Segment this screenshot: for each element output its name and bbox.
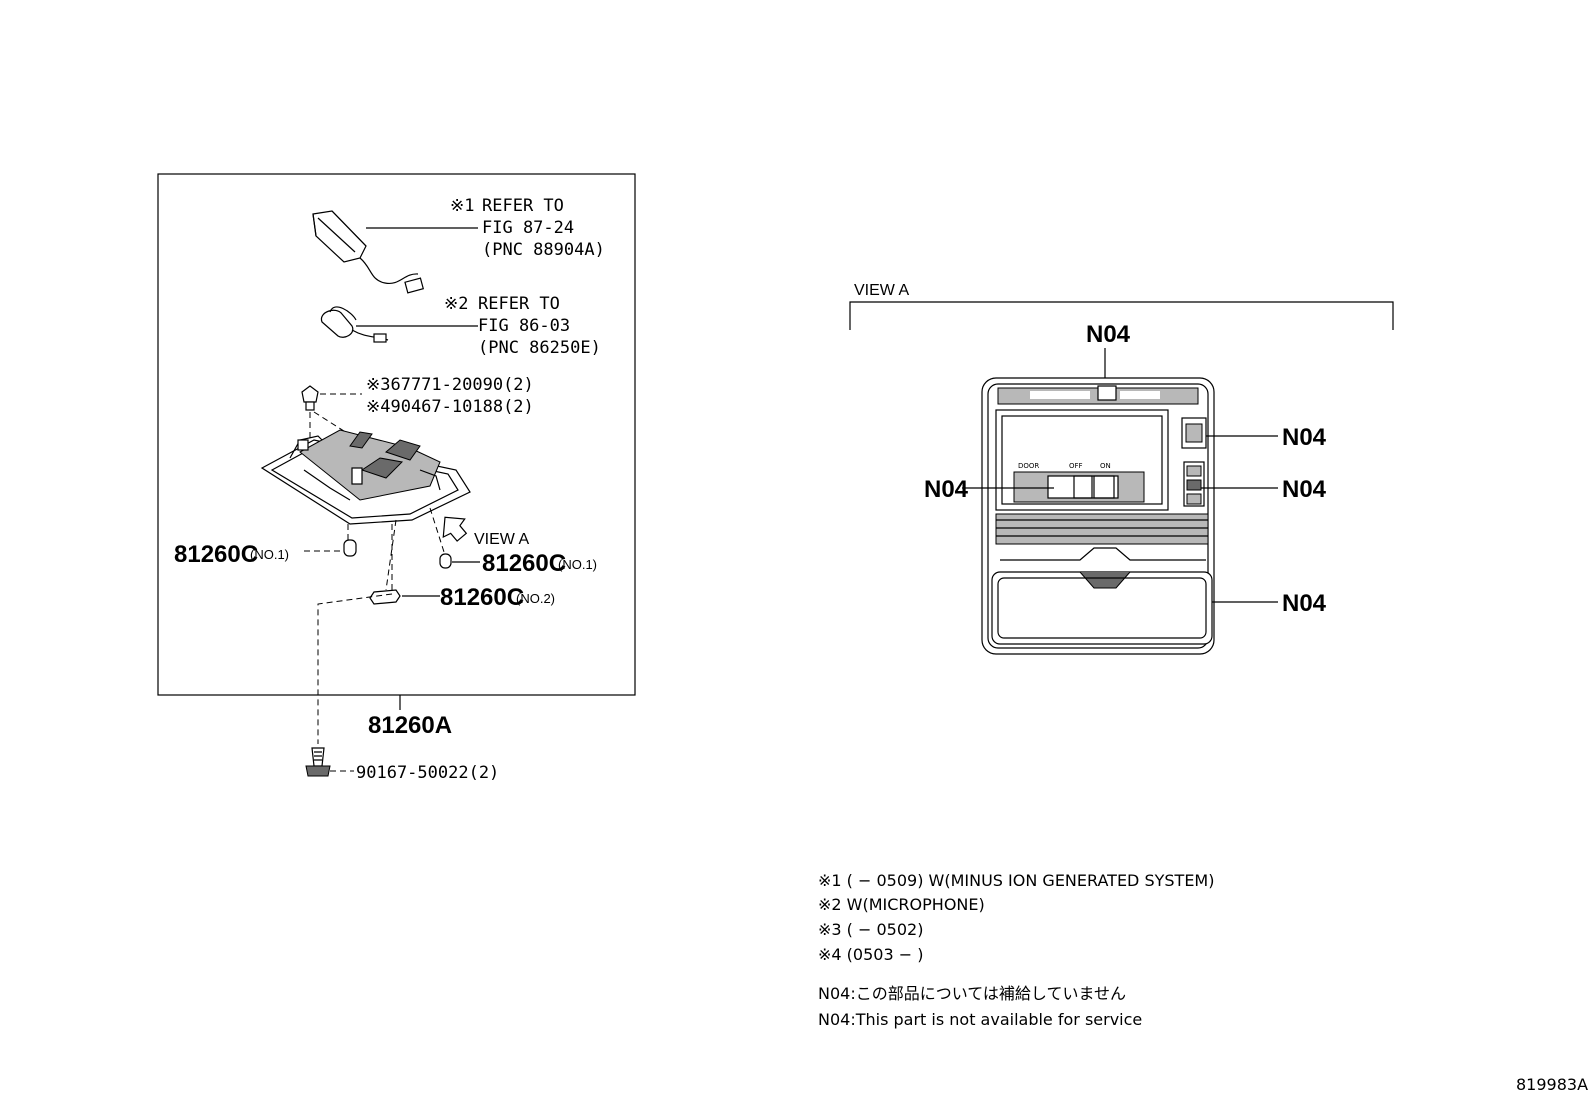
note-4: ※4 (0503 − ) xyxy=(818,945,923,964)
legend-japanese: N04:この部品については補給していません xyxy=(818,984,1126,1003)
view-a-bracket xyxy=(849,301,1394,330)
clip-fastener xyxy=(301,385,319,411)
ion-generator-module xyxy=(312,210,425,294)
callout-2-line-1: REFER TO xyxy=(478,294,560,314)
n04-label-left: N04 xyxy=(924,476,969,503)
festoon-bulb-suffix: (NO.2) xyxy=(516,591,555,606)
callout-2: ※2 REFER TO FIG 86-03 (PNC 86250E) xyxy=(444,294,601,358)
switch-pos-on: ON xyxy=(1100,462,1111,470)
bulb-right-suffix: (NO.1) xyxy=(558,557,597,572)
fastener-4-label: ※490467-10188(2) xyxy=(366,397,534,417)
callout-1-line-1: REFER TO xyxy=(482,196,564,216)
legend-english: N04:This part is not available for servi… xyxy=(818,1010,1142,1029)
screw-part-number: 90167-50022(2) xyxy=(356,763,499,783)
n04-label-right-top: N04 xyxy=(1282,424,1327,451)
note-2: ※2 W(MICROPHONE) xyxy=(818,895,985,914)
n04-label-right-bottom: N04 xyxy=(1282,590,1327,617)
callout-1-marker: ※1 xyxy=(450,196,474,216)
note-3: ※3 ( − 0502) xyxy=(818,920,923,939)
view-a-arrow xyxy=(442,516,468,542)
map-lamp-housing xyxy=(260,429,471,525)
assembly-frame xyxy=(157,173,636,696)
callout-2-line-3: (PNC 86250E) xyxy=(478,338,601,358)
assembly-part-number: 81260A xyxy=(368,712,452,739)
view-a-pointer-label: VIEW A xyxy=(474,531,529,548)
n04-label-top: N04 xyxy=(1086,321,1131,348)
bulb-right-part: 81260C xyxy=(482,550,566,577)
bulb-left-icon xyxy=(343,539,357,557)
microphone-part xyxy=(320,306,389,343)
top-indicator xyxy=(1097,385,1117,401)
screw-icon xyxy=(305,747,331,777)
figure-id: 819983A xyxy=(1516,1075,1588,1094)
view-a-title: VIEW A xyxy=(854,282,909,299)
callout-2-marker: ※2 xyxy=(444,294,468,314)
callout-1-line-3: (PNC 88904A) xyxy=(482,240,605,260)
n04-label-right-mid: N04 xyxy=(1282,476,1327,503)
callout-1: ※1 REFER TO FIG 87-24 (PNC 88904A) xyxy=(450,196,605,260)
bulb-left-suffix: (NO.1) xyxy=(250,547,289,562)
festoon-bulb-part: 81260C xyxy=(440,584,524,611)
festoon-bulb-icon xyxy=(369,589,401,605)
fastener-3-label: ※367771-20090(2) xyxy=(366,375,534,395)
note-1: ※1 ( − 0509) W(MINUS ION GENERATED SYSTE… xyxy=(818,871,1214,890)
bulb-left-part: 81260C xyxy=(174,541,258,568)
switch-pos-door: DOOR xyxy=(1018,462,1039,470)
louver-band xyxy=(995,513,1209,545)
switch-pos-off: OFF xyxy=(1069,462,1083,470)
callout-1-line-2: FIG 87-24 xyxy=(482,218,574,238)
bulb-right-icon xyxy=(439,553,452,569)
overhead-console: DOOR OFF ON xyxy=(981,377,1215,655)
callout-2-line-2: FIG 86-03 xyxy=(478,316,570,336)
